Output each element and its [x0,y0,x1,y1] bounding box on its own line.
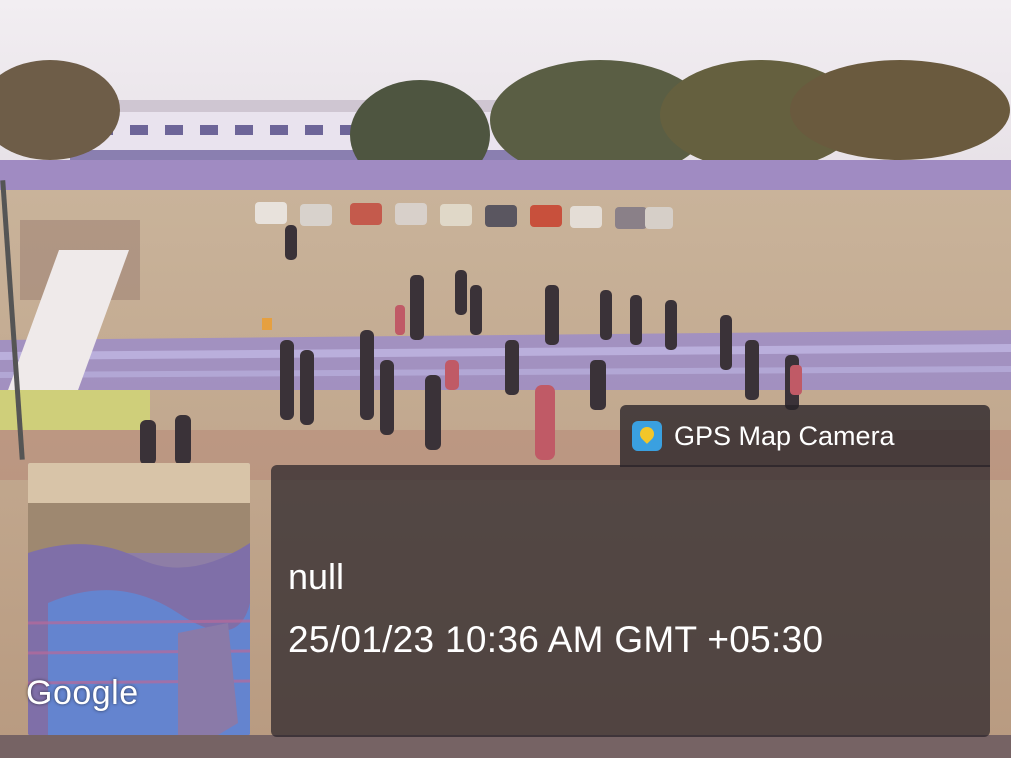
datetime-text: 25/01/23 10:36 AM GMT +05:30 [288,619,824,660]
app-name-label: GPS Map Camera [674,420,895,451]
gps-map-camera-header: GPS Map Camera [620,405,990,467]
google-attribution: Google [26,674,139,712]
gps-map-pin-icon [632,421,662,451]
location-text: null [288,556,345,597]
map-image [28,463,250,735]
mini-map-thumbnail [28,463,250,735]
location-info-panel: null 25/01/23 10:36 AM GMT +05:30 [271,465,990,737]
